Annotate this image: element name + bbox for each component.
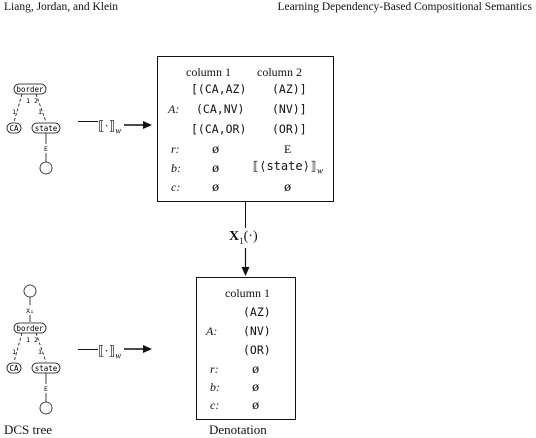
tree-node-ca-label: CA [9, 124, 19, 133]
connector-line [245, 202, 246, 228]
row-label-b: b: [210, 380, 220, 394]
bottom-denotation-box: column 1 A: (AZ) (NV) (OR) r: ø b: ø c: … [196, 277, 296, 420]
edge-label: 1 [12, 108, 16, 116]
table-cell: (NV) [243, 324, 271, 338]
row-label-r: r: [210, 362, 219, 376]
bottom-dcs-tree: X₁ border 1 2 1 1 CA state E [6, 284, 61, 415]
col-header: column 1 [225, 286, 270, 300]
table-cell: ø [212, 180, 220, 194]
table-cell: (AZ)] [272, 82, 307, 96]
row-label-a: A: [206, 324, 218, 338]
row-label-a: A: [168, 102, 180, 116]
table-cell: E [284, 142, 292, 156]
top-denotation-box: column 1 column 2 A: [(CA,AZ) (CA,NV) [(… [157, 56, 334, 202]
tree-node-border-label: border [16, 85, 44, 94]
table-cell: ø [212, 161, 220, 175]
row-label-c: c: [171, 180, 181, 194]
table-cell: (NV)] [272, 102, 307, 116]
running-header-authors: Liang, Jordan, and Klein [4, 1, 119, 13]
edge-label-e: E [44, 385, 48, 393]
edge-label: 1 [12, 348, 16, 356]
table-cell-state-denotation: ⟦⟨state⟩⟧w [252, 159, 324, 176]
tree-node-border [13, 83, 47, 95]
top-arrow-label: ⟦·⟧w [98, 118, 122, 136]
tree-node-empty [39, 401, 53, 415]
edge-label: 1 [26, 336, 30, 344]
caption-dcs-tree: DCS tree [4, 422, 53, 437]
tree-node-state-label: state [35, 124, 58, 133]
edge-label: 1 [38, 108, 42, 116]
table-cell: (OR)] [272, 122, 307, 136]
row-label-b: b: [171, 161, 181, 175]
running-header-title: Learning Dependency-Based Compositional … [277, 1, 532, 13]
table-cell: [(CA,AZ) [191, 82, 247, 96]
edge-label-e: E [44, 145, 48, 153]
tree-node-border [13, 322, 47, 334]
top-arrow-stem [78, 121, 98, 122]
tree-node-ca [6, 122, 22, 134]
tree-node-empty [39, 161, 53, 175]
col-header: column 1 [186, 65, 231, 79]
col-header: column 2 [257, 65, 302, 79]
table-cell: ø [284, 180, 292, 194]
table-cell: ø [252, 380, 260, 394]
table-cell: (CA,NV) [196, 102, 245, 116]
edge-label: 1 [26, 97, 30, 105]
edge-label: 1 [38, 348, 42, 356]
tree-node-ca-label: CA [9, 364, 19, 373]
row-label-r: r: [171, 142, 180, 156]
x1-operator-label: X1(·) [229, 229, 258, 246]
table-cell: ø [252, 398, 260, 412]
tree-node-state-label: state [35, 364, 58, 373]
tree-node-empty [23, 284, 37, 298]
bottom-arrow-head [124, 345, 152, 353]
bottom-arrow-label: ⟦·⟧w [98, 343, 122, 361]
table-cell: (OR) [243, 343, 271, 357]
tree-node-ca [6, 362, 22, 374]
edge-label-x1: X₁ [26, 307, 34, 315]
top-dcs-tree: border 1 2 1 1 CA state E [6, 83, 61, 175]
down-arrow [241, 248, 250, 276]
table-cell: ø [252, 362, 260, 376]
edge-label: 2 [34, 97, 38, 105]
table-cell: (AZ) [243, 305, 271, 319]
bottom-arrow-stem [78, 349, 98, 350]
table-cell: [(CA,OR) [191, 122, 247, 136]
tree-node-border-label: border [16, 324, 44, 333]
caption-denotation: Denotation [209, 422, 267, 437]
row-label-c: c: [210, 398, 220, 412]
table-cell: ø [212, 142, 220, 156]
top-arrow-head [124, 121, 152, 129]
edge-label: 2 [34, 336, 38, 344]
